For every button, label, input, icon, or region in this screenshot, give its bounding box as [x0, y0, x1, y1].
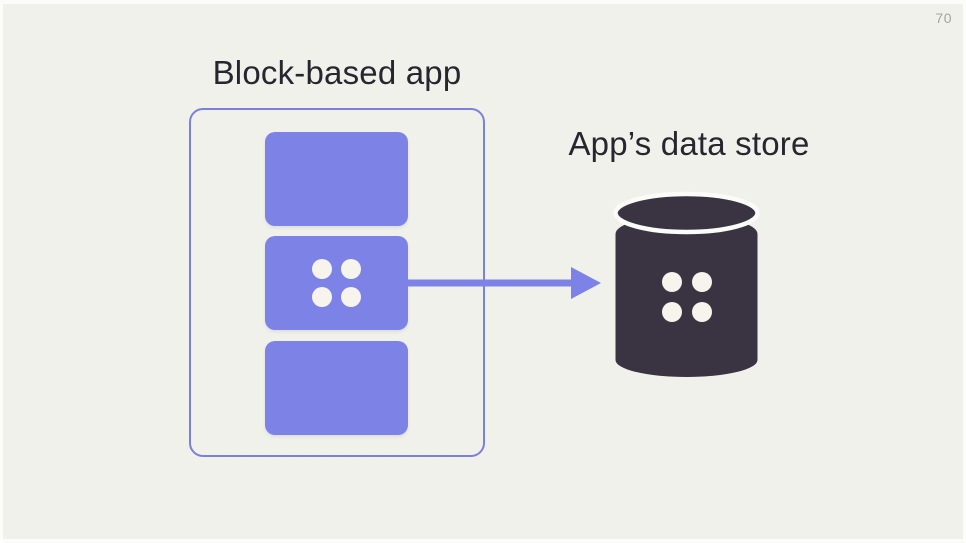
- dot: [341, 259, 361, 279]
- dot: [312, 287, 332, 307]
- app-title: Block-based app: [212, 54, 462, 91]
- page-number: 70: [935, 10, 952, 26]
- right-arrow-icon: [406, 267, 601, 299]
- datastore-title: App’s data store: [568, 125, 810, 162]
- dot: [341, 287, 361, 307]
- app-block-2: [265, 236, 408, 330]
- app-block-1: [265, 132, 408, 226]
- four-dots-icon: [662, 272, 712, 322]
- four-dots-icon: [312, 259, 361, 307]
- database-icon: [613, 191, 760, 377]
- app-block-3: [265, 341, 408, 435]
- dot: [312, 259, 332, 279]
- app-frame: [189, 108, 485, 457]
- slide: 70 Block-based app App’s data store: [3, 4, 963, 539]
